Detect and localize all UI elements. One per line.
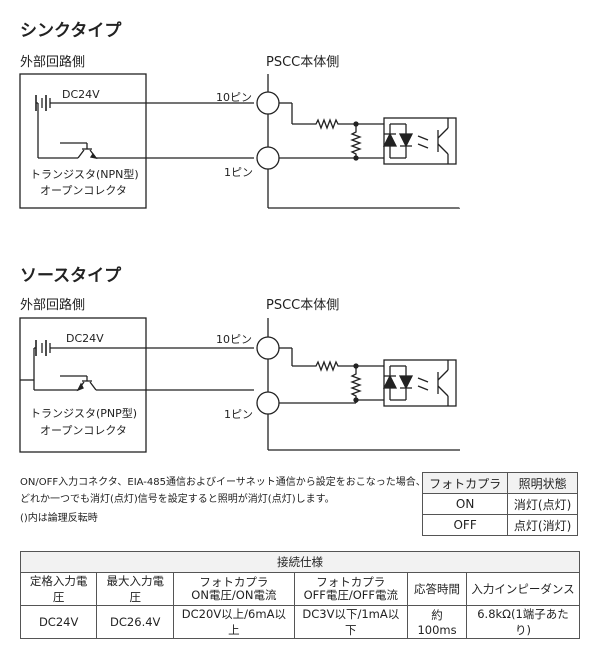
state-cell: 消灯(点灯) xyxy=(507,493,578,515)
state-header-photocoupler: フォトカプラ xyxy=(421,472,509,494)
spec-cell: DC26.4V xyxy=(96,605,175,639)
spec-cell: 約100ms xyxy=(407,605,468,639)
spec-header-line: ON電圧/ON電流 xyxy=(191,588,277,602)
spec-caption: 接続仕様 xyxy=(20,551,580,573)
sink-external-label: 外部回路側 xyxy=(20,55,86,70)
photocoupler-state-table: フォトカプラ 照明状態 ON 消灯(点灯) OFF 点灯(消灯) xyxy=(421,472,578,536)
source-pin10-label: 10ピン xyxy=(216,333,252,346)
circuit-diagrams xyxy=(19,73,461,453)
source-transistor-sub: オープンコレクタ xyxy=(40,424,127,437)
note-line-3: ()内は論理反転時 xyxy=(20,513,98,524)
table-row: OFF 点灯(消灯) xyxy=(421,514,578,536)
spec-header: フォトカプラ ON電圧/ON電流 xyxy=(173,572,295,606)
spec-cell: DC20V以上/6mA以上 xyxy=(173,605,295,639)
state-table-header: フォトカプラ 照明状態 xyxy=(421,472,578,494)
spec-header: フォトカプラ OFF電圧/OFF電流 xyxy=(293,572,409,606)
note-line-2: どれか一つでも消灯(点灯)信号を設定すると照明が消灯(点灯)します。 xyxy=(20,494,335,505)
spec-header: 最大入力電圧 xyxy=(96,572,175,606)
sink-pin1-label: 1ピン xyxy=(224,166,253,179)
source-external-label: 外部回路側 xyxy=(20,298,86,313)
sink-transistor-sub: オープンコレクタ xyxy=(40,184,127,197)
sink-pscc-label: PSCC本体側 xyxy=(266,55,340,70)
spec-cell: DC24V xyxy=(19,605,98,639)
spec-header: 定格入力電圧 xyxy=(19,572,98,606)
sink-external-box xyxy=(19,73,147,209)
connection-spec-table: 接続仕様 定格入力電圧 最大入力電圧 フォトカプラ ON電圧/ON電流 フォトカ… xyxy=(19,551,580,639)
state-cell: ON xyxy=(421,493,509,515)
table-row: ON 消灯(点灯) xyxy=(421,493,578,515)
source-circuit xyxy=(19,317,460,453)
spec-header-line: フォトカプラ xyxy=(199,575,269,589)
spec-header: 入力インピーダンス xyxy=(466,572,580,606)
sink-circuit xyxy=(19,73,461,209)
source-external-box xyxy=(19,317,147,453)
sink-pin10-label: 10ピン xyxy=(216,91,252,104)
spec-header-line: OFF電圧/OFF電流 xyxy=(303,588,399,602)
spec-cell: 6.8kΩ(1端子あたり) xyxy=(466,605,580,639)
spec-header-row: 定格入力電圧 最大入力電圧 フォトカプラ ON電圧/ON電流 フォトカプラ OF… xyxy=(19,572,580,606)
source-pscc-label: PSCC本体側 xyxy=(266,298,340,313)
state-cell: OFF xyxy=(421,514,509,536)
spec-caption-row: 接続仕様 xyxy=(20,551,580,573)
spec-cell: DC3V以下/1mA以下 xyxy=(293,605,409,639)
sink-supply-label: DC24V xyxy=(62,88,100,101)
source-transistor-label: トランジスタ(PNP型) xyxy=(30,407,138,420)
table-row: DC24V DC26.4V DC20V以上/6mA以上 DC3V以下/1mA以下… xyxy=(19,605,580,639)
state-cell: 点灯(消灯) xyxy=(507,514,578,536)
spec-header-line: フォトカプラ xyxy=(316,575,386,589)
source-pin1-label: 1ピン xyxy=(224,408,253,421)
state-header-light: 照明状態 xyxy=(507,472,578,494)
spec-header: 応答時間 xyxy=(407,572,468,606)
note-line-1: ON/OFF入力コネクタ、EIA-485通信およびイーサネット通信から設定をおこ… xyxy=(20,477,426,488)
source-title: ソースタイプ xyxy=(20,266,122,286)
sink-title: シンクタイプ xyxy=(20,21,122,41)
source-supply-label: DC24V xyxy=(66,332,104,345)
sink-transistor-label: トランジスタ(NPN型) xyxy=(30,168,139,181)
